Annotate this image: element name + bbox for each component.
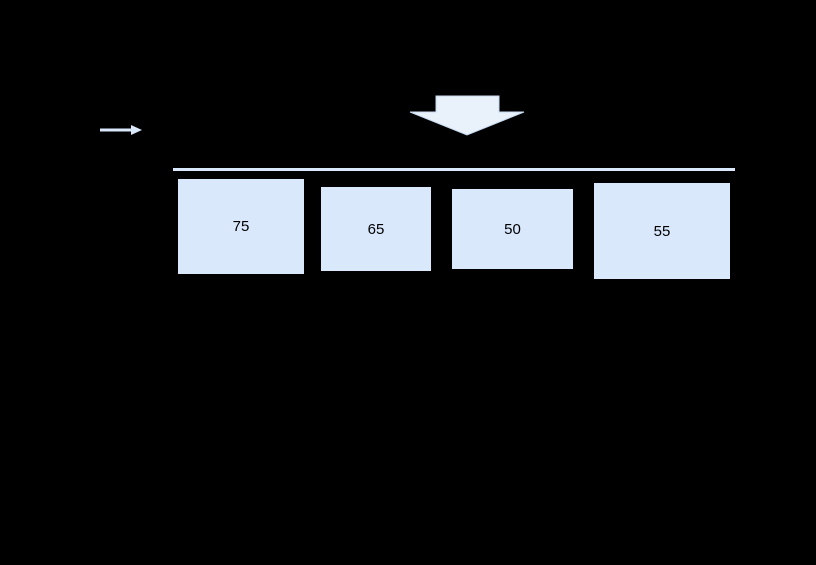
box-value: 55 <box>653 222 671 240</box>
value-box: 55 <box>591 180 733 282</box>
value-box: 75 <box>175 176 307 277</box>
value-box: 50 <box>447 184 578 274</box>
beam-line <box>173 168 735 171</box>
box-value: 50 <box>504 220 521 238</box>
down-arrow-icon <box>409 95 525 136</box>
box-value: 65 <box>367 220 385 238</box>
right-arrow-icon <box>131 125 142 135</box>
box-value: 75 <box>232 218 250 235</box>
value-box: 65 <box>318 184 434 274</box>
